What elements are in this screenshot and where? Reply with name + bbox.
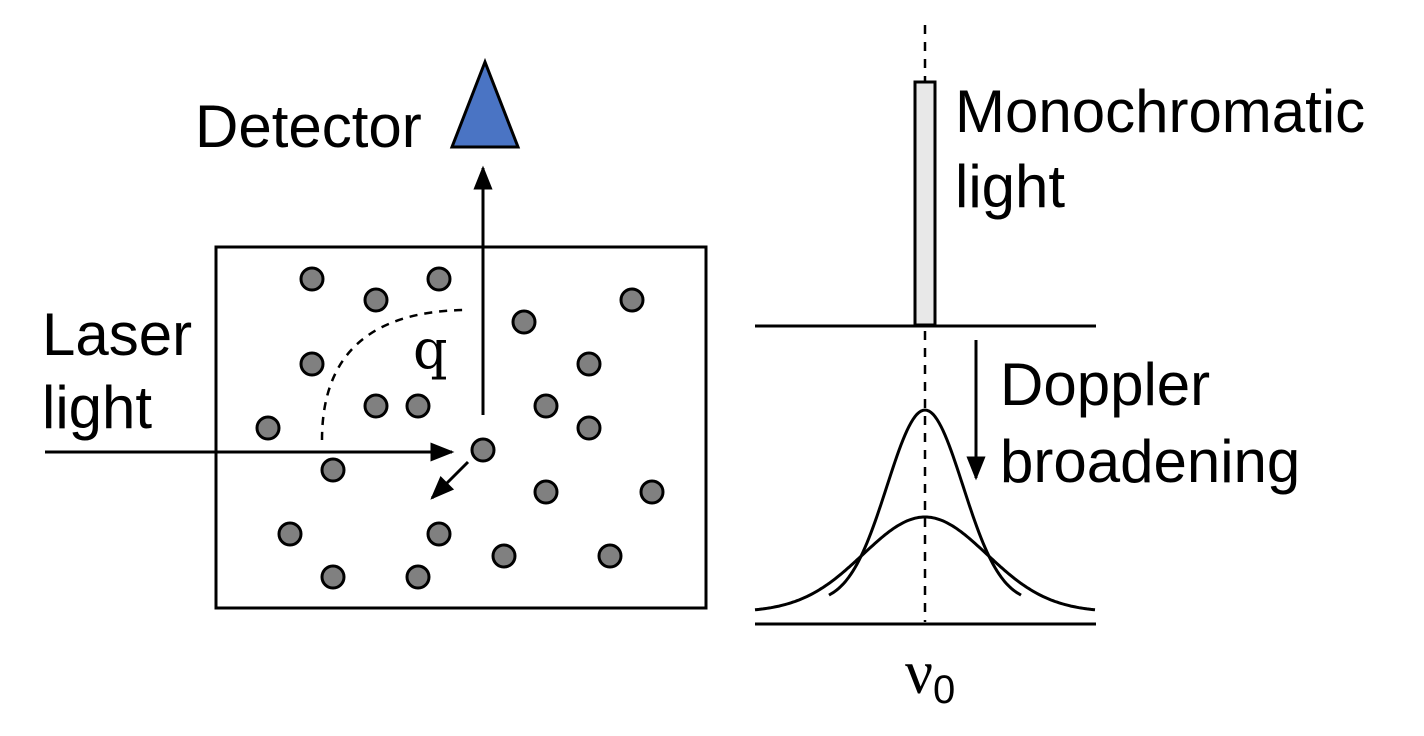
- wide-profile-curve: [754, 515, 1096, 612]
- detector-label: Detector: [195, 93, 422, 160]
- particle-circle-icon: [363, 393, 389, 419]
- particle-circle-icon: [320, 457, 346, 483]
- particle-circle-icon: [320, 564, 346, 590]
- laser-label-line1: Laser: [42, 301, 192, 368]
- sample-cell-box: [214, 245, 708, 610]
- detector-triangle-icon: [449, 57, 521, 149]
- nu-subscript: 0: [933, 668, 955, 712]
- particle-circle-icon: [405, 393, 431, 419]
- particle-circle-icon: [639, 479, 665, 505]
- particle-circle-icon: [491, 543, 517, 569]
- particle-circle-icon: [597, 543, 623, 569]
- particle-circle-icon: [299, 266, 325, 292]
- nu-zero-label: ν0: [905, 639, 955, 712]
- nu-symbol: ν: [905, 639, 933, 707]
- particle-circle-icon: [533, 479, 559, 505]
- angle-label: q: [413, 318, 448, 381]
- particle-circle-icon: [426, 521, 452, 547]
- monochromatic-label-line2: light: [955, 153, 1065, 220]
- particle-circle-icon: [576, 415, 602, 441]
- particle-circle-icon: [470, 437, 496, 463]
- scattering-angle-arc: [320, 308, 466, 441]
- particle-circle-icon: [533, 393, 559, 419]
- particle-circle-icon: [511, 309, 537, 335]
- particle-circle-icon: [426, 266, 452, 292]
- doppler-label-line1: Doppler: [1000, 351, 1210, 418]
- particle-velocity-arrow: [430, 460, 470, 500]
- particle-circle-icon: [299, 351, 325, 377]
- particle-circle-icon: [405, 564, 431, 590]
- monochromatic-bar: [913, 80, 937, 327]
- particle-circle-icon: [576, 351, 602, 377]
- particle-circle-icon: [255, 415, 281, 441]
- particle-circle-icon: [277, 521, 303, 547]
- particle-circle-icon: [619, 287, 645, 313]
- particle-circle-icon: [363, 287, 389, 313]
- particle-group: [255, 266, 665, 590]
- doppler-label-line2: broadening: [1000, 428, 1300, 495]
- laser-label-line2: light: [42, 374, 152, 441]
- monochromatic-label-line1: Monochromatic: [955, 78, 1365, 145]
